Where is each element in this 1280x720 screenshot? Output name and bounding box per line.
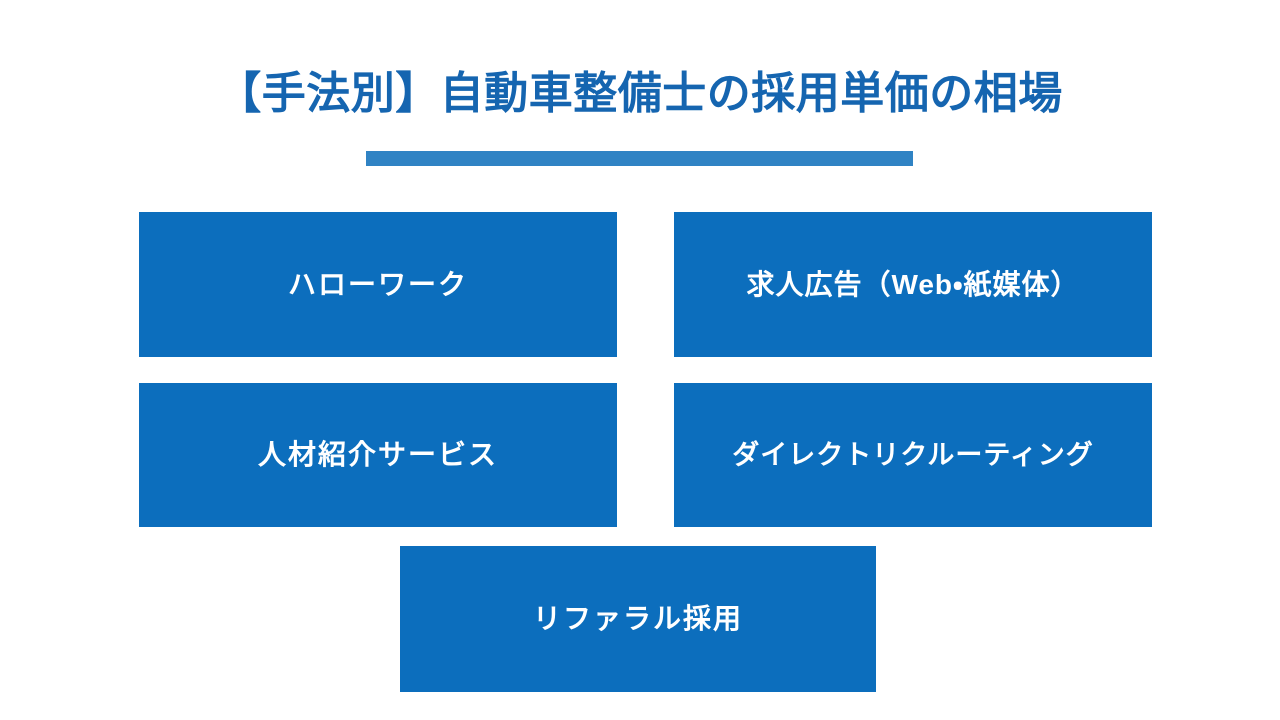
method-box-label: リファラル採用 [532,603,743,635]
method-box-label: 人材紹介サービス [257,439,498,471]
method-box-recruitment-agency[interactable]: 人材紹介サービス [139,383,617,527]
title-underline-accent [366,151,913,166]
method-box-hellowork[interactable]: ハローワーク [139,212,617,357]
method-box-label: ハローワーク [287,268,468,300]
page-title: 【手法別】自動車整備士の採用単価の相場 [217,69,1063,118]
method-box-label: 求人広告（Web・紙媒体） [746,268,1080,300]
method-box-job-advertisement[interactable]: 求人広告（Web・紙媒体） [674,212,1152,357]
method-box-direct-recruiting[interactable]: ダイレクトリクルーティング [674,383,1152,527]
method-box-referral-hiring[interactable]: リファラル採用 [400,546,876,692]
method-box-label: ダイレクトリクルーティング [732,439,1094,470]
